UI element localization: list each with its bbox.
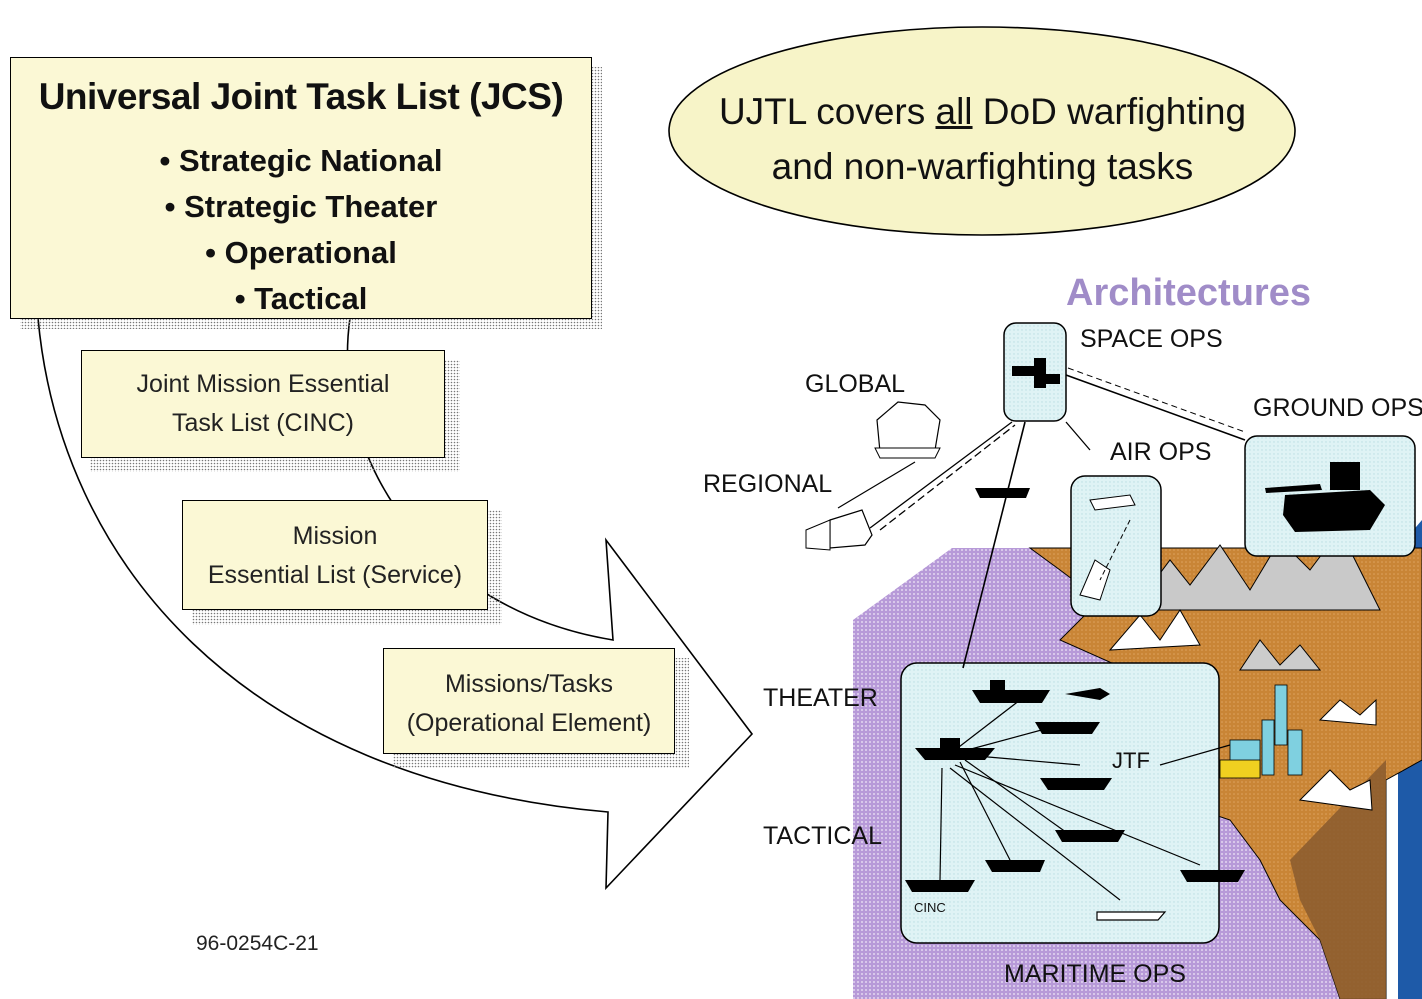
level-operational: • Operational (205, 235, 397, 270)
aircraft-1 (1089, 494, 1136, 511)
tank (1265, 462, 1385, 532)
ellipse-pre: UJTL covers (718, 91, 936, 132)
jmetl-line-1: Joint Mission Essential (136, 370, 390, 398)
label-space-ops: SPACE OPS (1080, 325, 1223, 353)
label-ground-ops: GROUND OPS (1253, 394, 1422, 422)
level-strategic-national: • Strategic National (159, 143, 443, 178)
ships (905, 680, 1245, 892)
jmetl-box: Joint Mission Essential Task List (CINC) (81, 350, 445, 458)
missions-line-1: Missions/Tasks (444, 670, 614, 698)
mountains-4 (1318, 698, 1377, 726)
missions-line-2: (Operational Element) (406, 709, 652, 737)
jmetl-line-2: Task List (CINC) (172, 409, 354, 437)
aircraft-2 (1079, 559, 1111, 601)
label-theater: THEATER (763, 684, 878, 712)
level-tactical: • Tactical (234, 281, 368, 316)
globe-base (874, 447, 941, 459)
label-tactical: TACTICAL (763, 822, 882, 850)
mountains-2 (1108, 609, 1201, 651)
land-cliff (1290, 620, 1386, 999)
theater-panel (900, 662, 1220, 944)
ujtl-level-list: • Strategic National • Strategic Theater… (11, 138, 591, 322)
label-jtf: JTF (1112, 748, 1150, 773)
missions-box: Missions/Tasks (Operational Element) (383, 648, 675, 754)
label-global: GLOBAL (805, 370, 906, 398)
metl-line-2: Essential List (Service) (207, 561, 463, 589)
ellipse-text: UJTL covers all DoD warfighting and non-… (670, 84, 1295, 194)
globe-icon (876, 401, 941, 453)
level-strategic-theater: • Strategic Theater (164, 189, 438, 224)
ellipse-line-2: and non-warfighting tasks (771, 146, 1194, 187)
label-regional: REGIONAL (703, 470, 833, 498)
metl-line-1: Mission (292, 522, 378, 550)
label-maritime-ops: MARITIME OPS (1004, 960, 1186, 988)
ellipse-line-1: UJTL covers all DoD warfighting (670, 84, 1295, 139)
label-air-ops: AIR OPS (1110, 438, 1212, 466)
mountains-3 (1239, 639, 1322, 671)
label-cinc: CINC (914, 900, 946, 915)
ellipse-post: DoD warfighting (972, 91, 1247, 132)
submarine (1096, 911, 1167, 921)
air-ship (975, 488, 1030, 498)
regional-icon (829, 509, 873, 549)
link-lines (837, 367, 1246, 669)
mountains-5 (1298, 769, 1373, 811)
ellipse-callout (668, 26, 1296, 236)
architectures-title: Architectures (1066, 272, 1311, 314)
metl-box: Mission Essential List (Service) (182, 500, 488, 610)
document-number: 96-0254C-21 (196, 932, 319, 955)
city (1219, 684, 1303, 779)
regional-dish (805, 519, 831, 551)
satellite (1012, 358, 1060, 388)
ellipse-emphasis: all (935, 91, 973, 132)
ujtl-title: Universal Joint Task List (JCS) (38, 76, 564, 117)
ujtl-box: Universal Joint Task List (JCS) • Strate… (10, 57, 592, 319)
